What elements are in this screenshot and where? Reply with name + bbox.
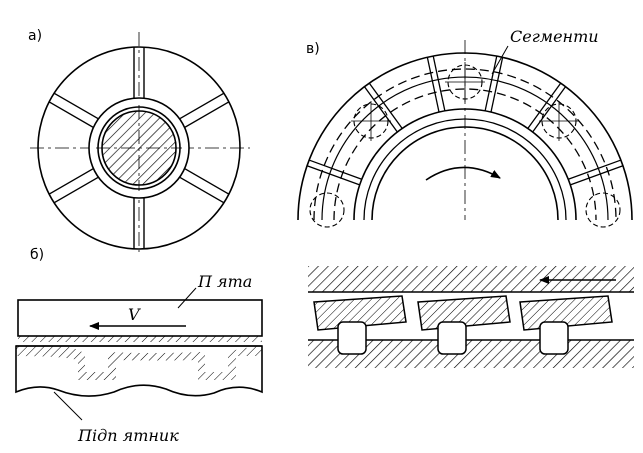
runner-section (308, 266, 634, 292)
figure-v: в) (297, 27, 633, 228)
runner-pyata (17, 299, 263, 337)
figure-a: а) (28, 28, 250, 252)
rotation-arrow (425, 166, 501, 181)
label-a: а) (28, 28, 42, 44)
label-pidpyatnyk: Пiдп ятник (77, 426, 179, 445)
velocity-label: V (128, 305, 141, 324)
figure-pads (308, 266, 634, 368)
pad-3 (519, 295, 613, 355)
pad-2 (417, 295, 511, 355)
figure-b: б) V П ята Пiдп ятник (15, 247, 263, 445)
segment-separators (306, 55, 624, 186)
pad-1 (313, 295, 407, 355)
label-segments: Сегменти (510, 27, 599, 46)
spokes-a (48, 47, 230, 249)
label-b: б) (30, 247, 44, 263)
label-v: в) (306, 41, 320, 57)
label-pyata: П ята (197, 272, 252, 291)
outer-disk-a (37, 46, 241, 250)
